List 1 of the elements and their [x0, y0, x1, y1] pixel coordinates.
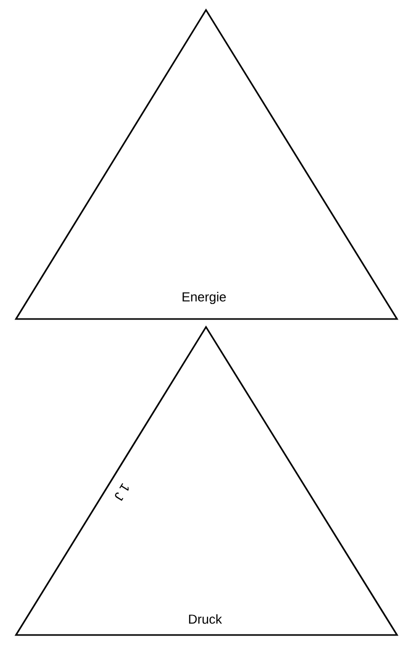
value-label: 1 J [115, 483, 129, 501]
